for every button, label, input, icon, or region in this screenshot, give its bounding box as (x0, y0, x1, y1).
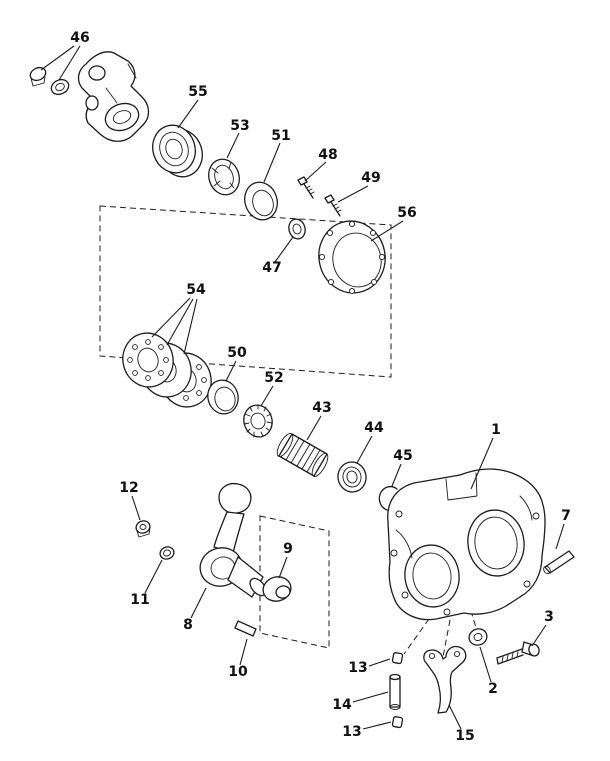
callout-48: 48 (318, 147, 337, 163)
part-46-nut-washer (29, 66, 70, 96)
callout-54: 54 (186, 282, 206, 298)
callout-50: 50 (227, 345, 247, 361)
part-13-upper-plug (391, 652, 404, 665)
callout-2: 2 (488, 681, 498, 697)
part-43-gear (276, 433, 329, 477)
callout-55: 55 (188, 84, 207, 100)
callout-10: 10 (228, 664, 248, 680)
callout-8: 8 (183, 617, 193, 633)
callout-51: 51 (271, 128, 290, 144)
callout-44: 44 (364, 420, 384, 436)
part-56-cover (318, 220, 386, 295)
part-10-roll-pin (234, 620, 257, 637)
part-13-lower-plug (391, 716, 404, 729)
part-14-pin (389, 673, 401, 710)
leader-lines (40, 45, 565, 730)
part-50-ring (207, 379, 239, 415)
callout-1: 1 (491, 422, 501, 438)
callout-47: 47 (262, 260, 281, 276)
part-12-nut (135, 520, 151, 538)
part-8-shift-lever (199, 482, 267, 598)
callout-14: 14 (332, 697, 352, 713)
part-47-washer (288, 218, 306, 240)
part-44-bearing (337, 461, 367, 493)
callout-9: 9 (283, 541, 293, 557)
part-48-bolt (297, 176, 315, 199)
callout-labels: 46 55 53 51 48 49 56 47 54 50 52 43 44 4… (70, 30, 571, 744)
part-15-shift-fork (423, 645, 467, 714)
part-3-bolt (496, 641, 540, 665)
callout-13-upper: 13 (348, 660, 367, 676)
part-49-bolt (324, 194, 342, 217)
part-11-washer (159, 546, 175, 560)
part-54-flanges (122, 332, 212, 408)
callout-7: 7 (561, 508, 571, 524)
callout-53: 53 (230, 118, 249, 134)
callout-15: 15 (455, 728, 474, 744)
part-yoke (77, 51, 150, 142)
part-1-housing (387, 468, 546, 621)
callout-3: 3 (544, 609, 554, 625)
part-55-seal (152, 124, 203, 178)
callout-56: 56 (397, 205, 416, 221)
callout-49: 49 (361, 170, 380, 186)
part-7-pin (543, 550, 575, 575)
callout-43: 43 (312, 400, 331, 416)
part-51-bearing-cup (244, 181, 278, 221)
part-52-coupler (243, 404, 273, 438)
callout-11: 11 (130, 592, 149, 608)
callout-46: 46 (70, 30, 89, 46)
callout-13-lower: 13 (342, 724, 361, 740)
part-53-bearing-cone (208, 158, 240, 196)
part-2-washer (468, 628, 488, 646)
callout-45: 45 (393, 448, 412, 464)
callout-12: 12 (119, 480, 138, 496)
part-9-plug (262, 576, 292, 602)
callout-52: 52 (264, 370, 283, 386)
